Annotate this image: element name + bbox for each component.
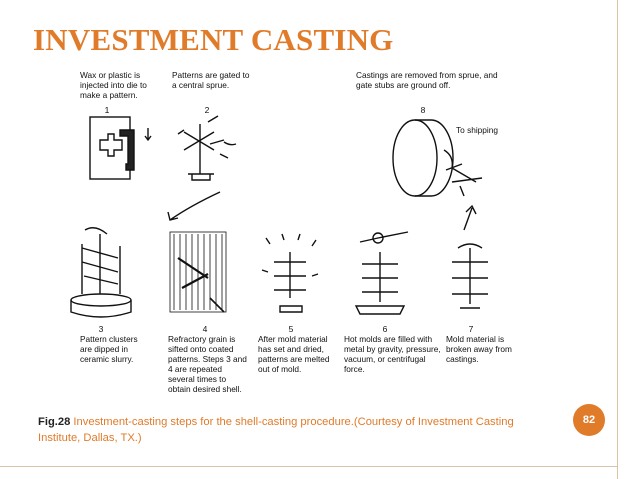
slide-border-bottom	[0, 466, 617, 467]
pouring-illustration	[354, 231, 409, 315]
sifting-illustration	[169, 231, 227, 313]
figure-caption: Fig.28 Investment-casting steps for the …	[38, 414, 558, 446]
step-7-number: 7	[468, 324, 474, 334]
step-2-number: 2	[204, 105, 210, 115]
slide-border-right	[617, 0, 618, 479]
figure-caption-label: Fig.28	[38, 416, 71, 428]
sprue-illustration	[177, 115, 237, 181]
investment-casting-figure: Wax or plastic is injected into die to m…	[60, 62, 520, 407]
slide-title: INVESTMENT CASTING	[33, 22, 394, 57]
figure-caption-text: Investment-casting steps for the shell-c…	[38, 416, 514, 444]
break-away-illustration	[452, 243, 488, 309]
step-5-text: After mold material has set and dried, p…	[258, 334, 330, 374]
dipping-illustration	[70, 227, 132, 318]
step-6-text: Hot molds are filled with metal by gravi…	[344, 334, 441, 374]
step-3-number: 3	[98, 324, 104, 334]
step-6-number: 6	[382, 324, 388, 334]
page-number-badge: 82	[573, 404, 605, 436]
step-2-text: Patterns are gated to a central sprue.	[172, 70, 250, 90]
step-4-number: 4	[202, 324, 208, 334]
arrow-2-3	[167, 191, 221, 221]
step-8-number: 8	[420, 105, 426, 115]
step-7-text: Mold material is broken away from castin…	[446, 334, 512, 364]
step-1-number: 1	[104, 105, 110, 115]
die-illustration	[89, 116, 152, 180]
melt-out-illustration	[261, 233, 319, 313]
step-5-number: 5	[288, 324, 294, 334]
arrow-7-8	[463, 204, 477, 231]
step-1-text: Wax or plastic is injected into die to m…	[80, 70, 147, 100]
grinding-illustration	[392, 119, 483, 197]
step-3-text: Pattern clusters are dipped in ceramic s…	[80, 334, 138, 364]
to-shipping-label: To shipping	[456, 125, 498, 135]
process-illustration	[70, 115, 488, 318]
step-8-text: Castings are removed from sprue, and gat…	[356, 70, 498, 90]
step-4-text: Refractory grain is sifted onto coated p…	[168, 334, 247, 394]
